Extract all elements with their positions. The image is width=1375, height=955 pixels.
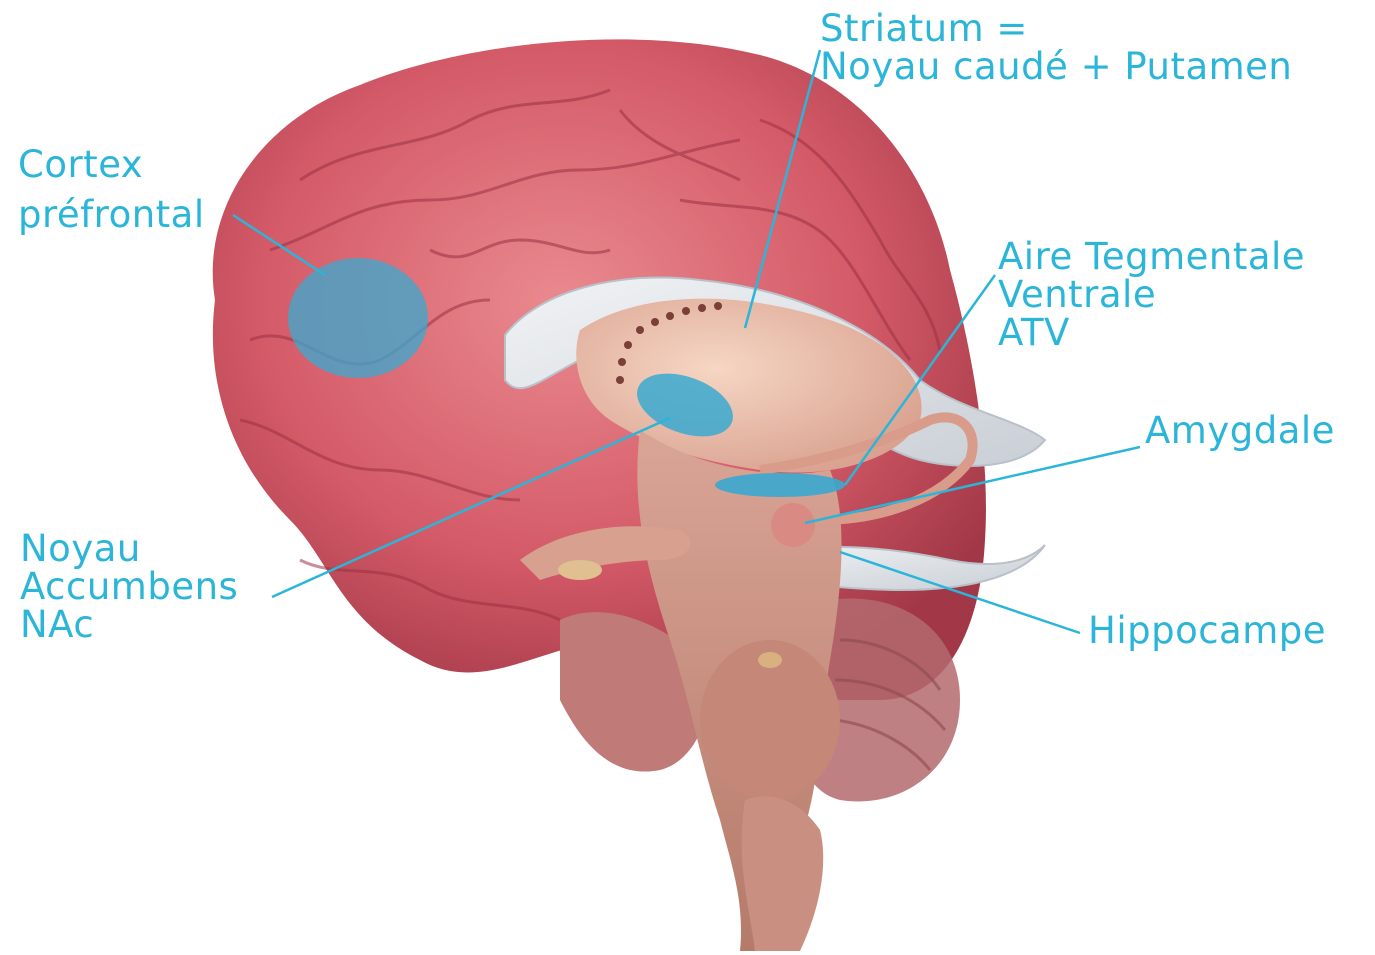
- label-hippocampe-line1: Hippocampe: [1088, 612, 1326, 650]
- atv-highlight: [715, 473, 845, 497]
- label-striatum: Striatum = Noyau caudé + Putamen: [820, 10, 1292, 86]
- label-nac-line1: Noyau: [20, 530, 238, 568]
- label-nac-line3: NAc: [20, 606, 238, 644]
- amygdala: [771, 503, 815, 547]
- label-striatum-line2: Noyau caudé + Putamen: [820, 48, 1292, 86]
- label-striatum-line1: Striatum =: [820, 10, 1292, 48]
- label-atv-line2: Ventrale: [998, 276, 1305, 314]
- medulla: [742, 796, 824, 951]
- label-atv: Aire Tegmentale Ventrale ATV: [998, 238, 1305, 352]
- optic-chiasm: [558, 560, 602, 580]
- label-cortex: Cortex préfrontal: [18, 140, 205, 240]
- cortex-prefrontal-highlight: [288, 258, 428, 378]
- label-amygdale: Amygdale: [1145, 412, 1335, 450]
- label-nac: Noyau Accumbens NAc: [20, 530, 238, 644]
- label-hippocampe: Hippocampe: [1088, 612, 1326, 650]
- label-amygdale-line1: Amygdale: [1145, 412, 1335, 450]
- pituitary: [758, 652, 782, 668]
- label-nac-line2: Accumbens: [20, 568, 238, 606]
- label-cortex-line1: Cortex: [18, 140, 205, 190]
- label-atv-line3: ATV: [998, 314, 1305, 352]
- label-cortex-line2: préfrontal: [18, 190, 205, 240]
- label-atv-line1: Aire Tegmentale: [998, 238, 1305, 276]
